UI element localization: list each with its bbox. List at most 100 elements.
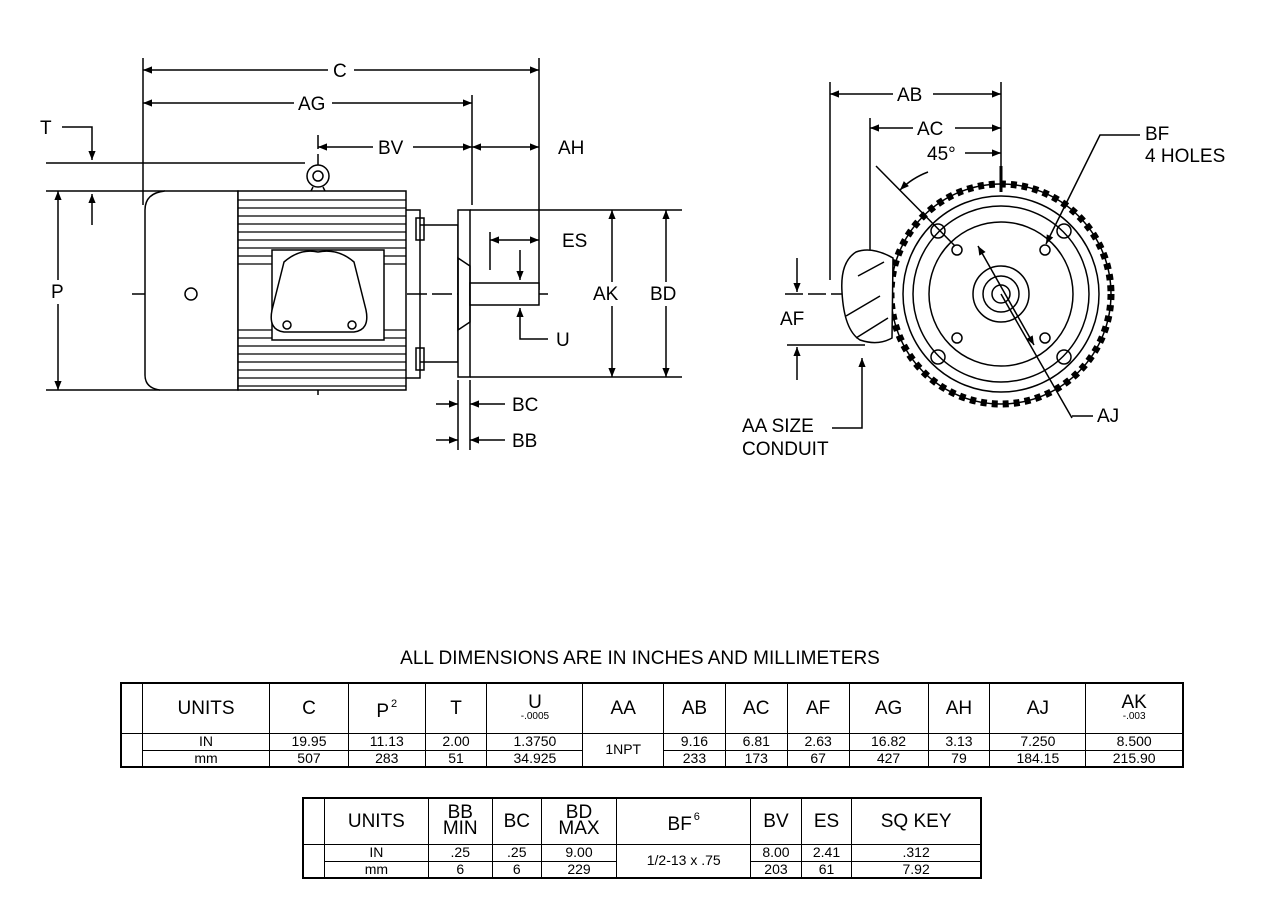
cell-bb: 6	[427, 860, 493, 879]
header-ag: AG	[848, 682, 929, 734]
cell-p: 283	[347, 749, 426, 768]
cell-c: 19.95	[269, 732, 349, 751]
header-sq-key: SQ KEY	[851, 797, 982, 845]
cell-bb: .25	[427, 843, 493, 862]
cell-ab: 9.16	[663, 732, 726, 751]
header-bv: BV	[750, 797, 802, 845]
table-gutter	[302, 797, 325, 845]
cell-ah: 79	[927, 749, 991, 768]
table-gutter	[120, 682, 143, 734]
cell-bv: 8.00	[750, 843, 802, 862]
cell-ak: 215.90	[1085, 749, 1184, 768]
cell-ag: 16.82	[848, 732, 929, 751]
label-angle: 45°	[927, 144, 956, 165]
table-row: mm 6 6 229 203 61 7.92	[303, 860, 982, 879]
label-p: P	[51, 282, 64, 303]
cell-es: 2.41	[800, 843, 853, 862]
cell-ag: 427	[848, 749, 929, 768]
cell-units: mm	[324, 860, 429, 879]
label-ac: AC	[917, 119, 943, 140]
header-aj: AJ	[989, 682, 1087, 734]
cell-t: 2.00	[424, 732, 488, 751]
header-u: U-.0005	[486, 682, 584, 734]
cell-units: IN	[324, 843, 429, 862]
cell-aa: 1NPT	[582, 732, 664, 768]
label-bc: BC	[512, 395, 538, 416]
header-t: T	[424, 682, 488, 734]
header-bf-note: 6	[693, 811, 700, 824]
cell-units: mm	[141, 749, 271, 768]
cell-bd: 229	[540, 860, 618, 879]
cell-units: IN	[141, 732, 271, 751]
header-bc: BC	[491, 797, 542, 845]
cell-bc: .25	[491, 843, 542, 862]
cell-ah: 3.13	[927, 732, 991, 751]
cell-bd: 9.00	[540, 843, 618, 862]
header-bd-max: MAX	[558, 818, 600, 840]
cell-u: 34.925	[486, 749, 584, 768]
label-aj: AJ	[1097, 406, 1119, 427]
cell-u: 1.3750	[486, 732, 584, 751]
label-bv: BV	[378, 138, 404, 159]
table-row: IN 19.95 11.13 2.00 1.3750 1NPT 9.16 6.8…	[120, 732, 1184, 768]
cell-sq-key: .312	[851, 843, 982, 862]
cell-p: 11.13	[347, 732, 426, 751]
table-row: IN .25 .25 9.00 1/2-13 x .75 8.00 2.41 .…	[302, 843, 982, 879]
header-bf-label: BF	[667, 814, 692, 836]
header-ak: AK-.003	[1085, 682, 1184, 734]
label-ab: AB	[897, 85, 922, 106]
side-view-labels: C AG T BV AH P ES AK BD U BC BB	[40, 58, 688, 452]
label-bd: BD	[650, 284, 676, 305]
label-af: AF	[780, 309, 804, 330]
header-es: ES	[800, 797, 853, 845]
label-es: ES	[562, 231, 587, 252]
header-p-label: P	[376, 701, 390, 723]
label-bf: BF	[1145, 124, 1169, 145]
cell-bc: 6	[491, 860, 542, 879]
header-p-note: 2	[391, 698, 398, 711]
cell-c: 507	[269, 749, 349, 768]
dimensions-caption: ALL DIMENSIONS ARE IN INCHES AND MILLIME…	[400, 648, 880, 669]
side-view	[46, 58, 682, 450]
front-view-labels: AB AC 45° BF 4 HOLES AF AA SIZE CONDUIT …	[742, 82, 1225, 460]
label-aa-size: AA SIZE	[742, 416, 814, 437]
cell-af: 67	[786, 749, 850, 768]
cell-t: 51	[424, 749, 488, 768]
cell-ab: 233	[663, 749, 726, 768]
cell-es: 61	[800, 860, 853, 879]
label-bf-holes: 4 HOLES	[1145, 146, 1225, 167]
label-u: U	[556, 330, 570, 351]
cell-ac: 173	[724, 749, 788, 768]
table-row: mm 507 283 51 34.925 233 173 67 427 79 1…	[121, 749, 1184, 768]
header-aa: AA	[582, 682, 664, 734]
cell-ac: 6.81	[724, 732, 788, 751]
header-bb-min: MIN	[442, 818, 478, 840]
header-units: UNITS	[324, 797, 429, 845]
header-bd-label: BD	[565, 802, 593, 824]
header-ah: AH	[927, 682, 991, 734]
header-units: UNITS	[141, 682, 271, 734]
header-af: AF	[786, 682, 850, 734]
header-bb-label: BB	[447, 802, 473, 824]
motor-dimension-drawing: C AG T BV AH P ES AK BD U BC BB	[40, 58, 1225, 460]
header-u-label: U	[528, 691, 542, 713]
header-ab: AB	[663, 682, 726, 734]
table-gutter	[120, 732, 143, 768]
cell-sq-key: 7.92	[851, 860, 982, 879]
header-u-tolerance: -.0005	[520, 710, 550, 722]
label-ah: AH	[558, 138, 584, 159]
header-ak-tolerance: -.003	[1122, 710, 1146, 722]
cell-ak: 8.500	[1085, 732, 1184, 751]
header-c: C	[269, 682, 349, 734]
label-aa-conduit: CONDUIT	[742, 439, 829, 460]
label-ag: AG	[298, 94, 325, 115]
label-t: T	[40, 118, 52, 139]
table-gutter	[302, 843, 325, 879]
cell-bf: 1/2-13 x .75	[616, 843, 752, 879]
